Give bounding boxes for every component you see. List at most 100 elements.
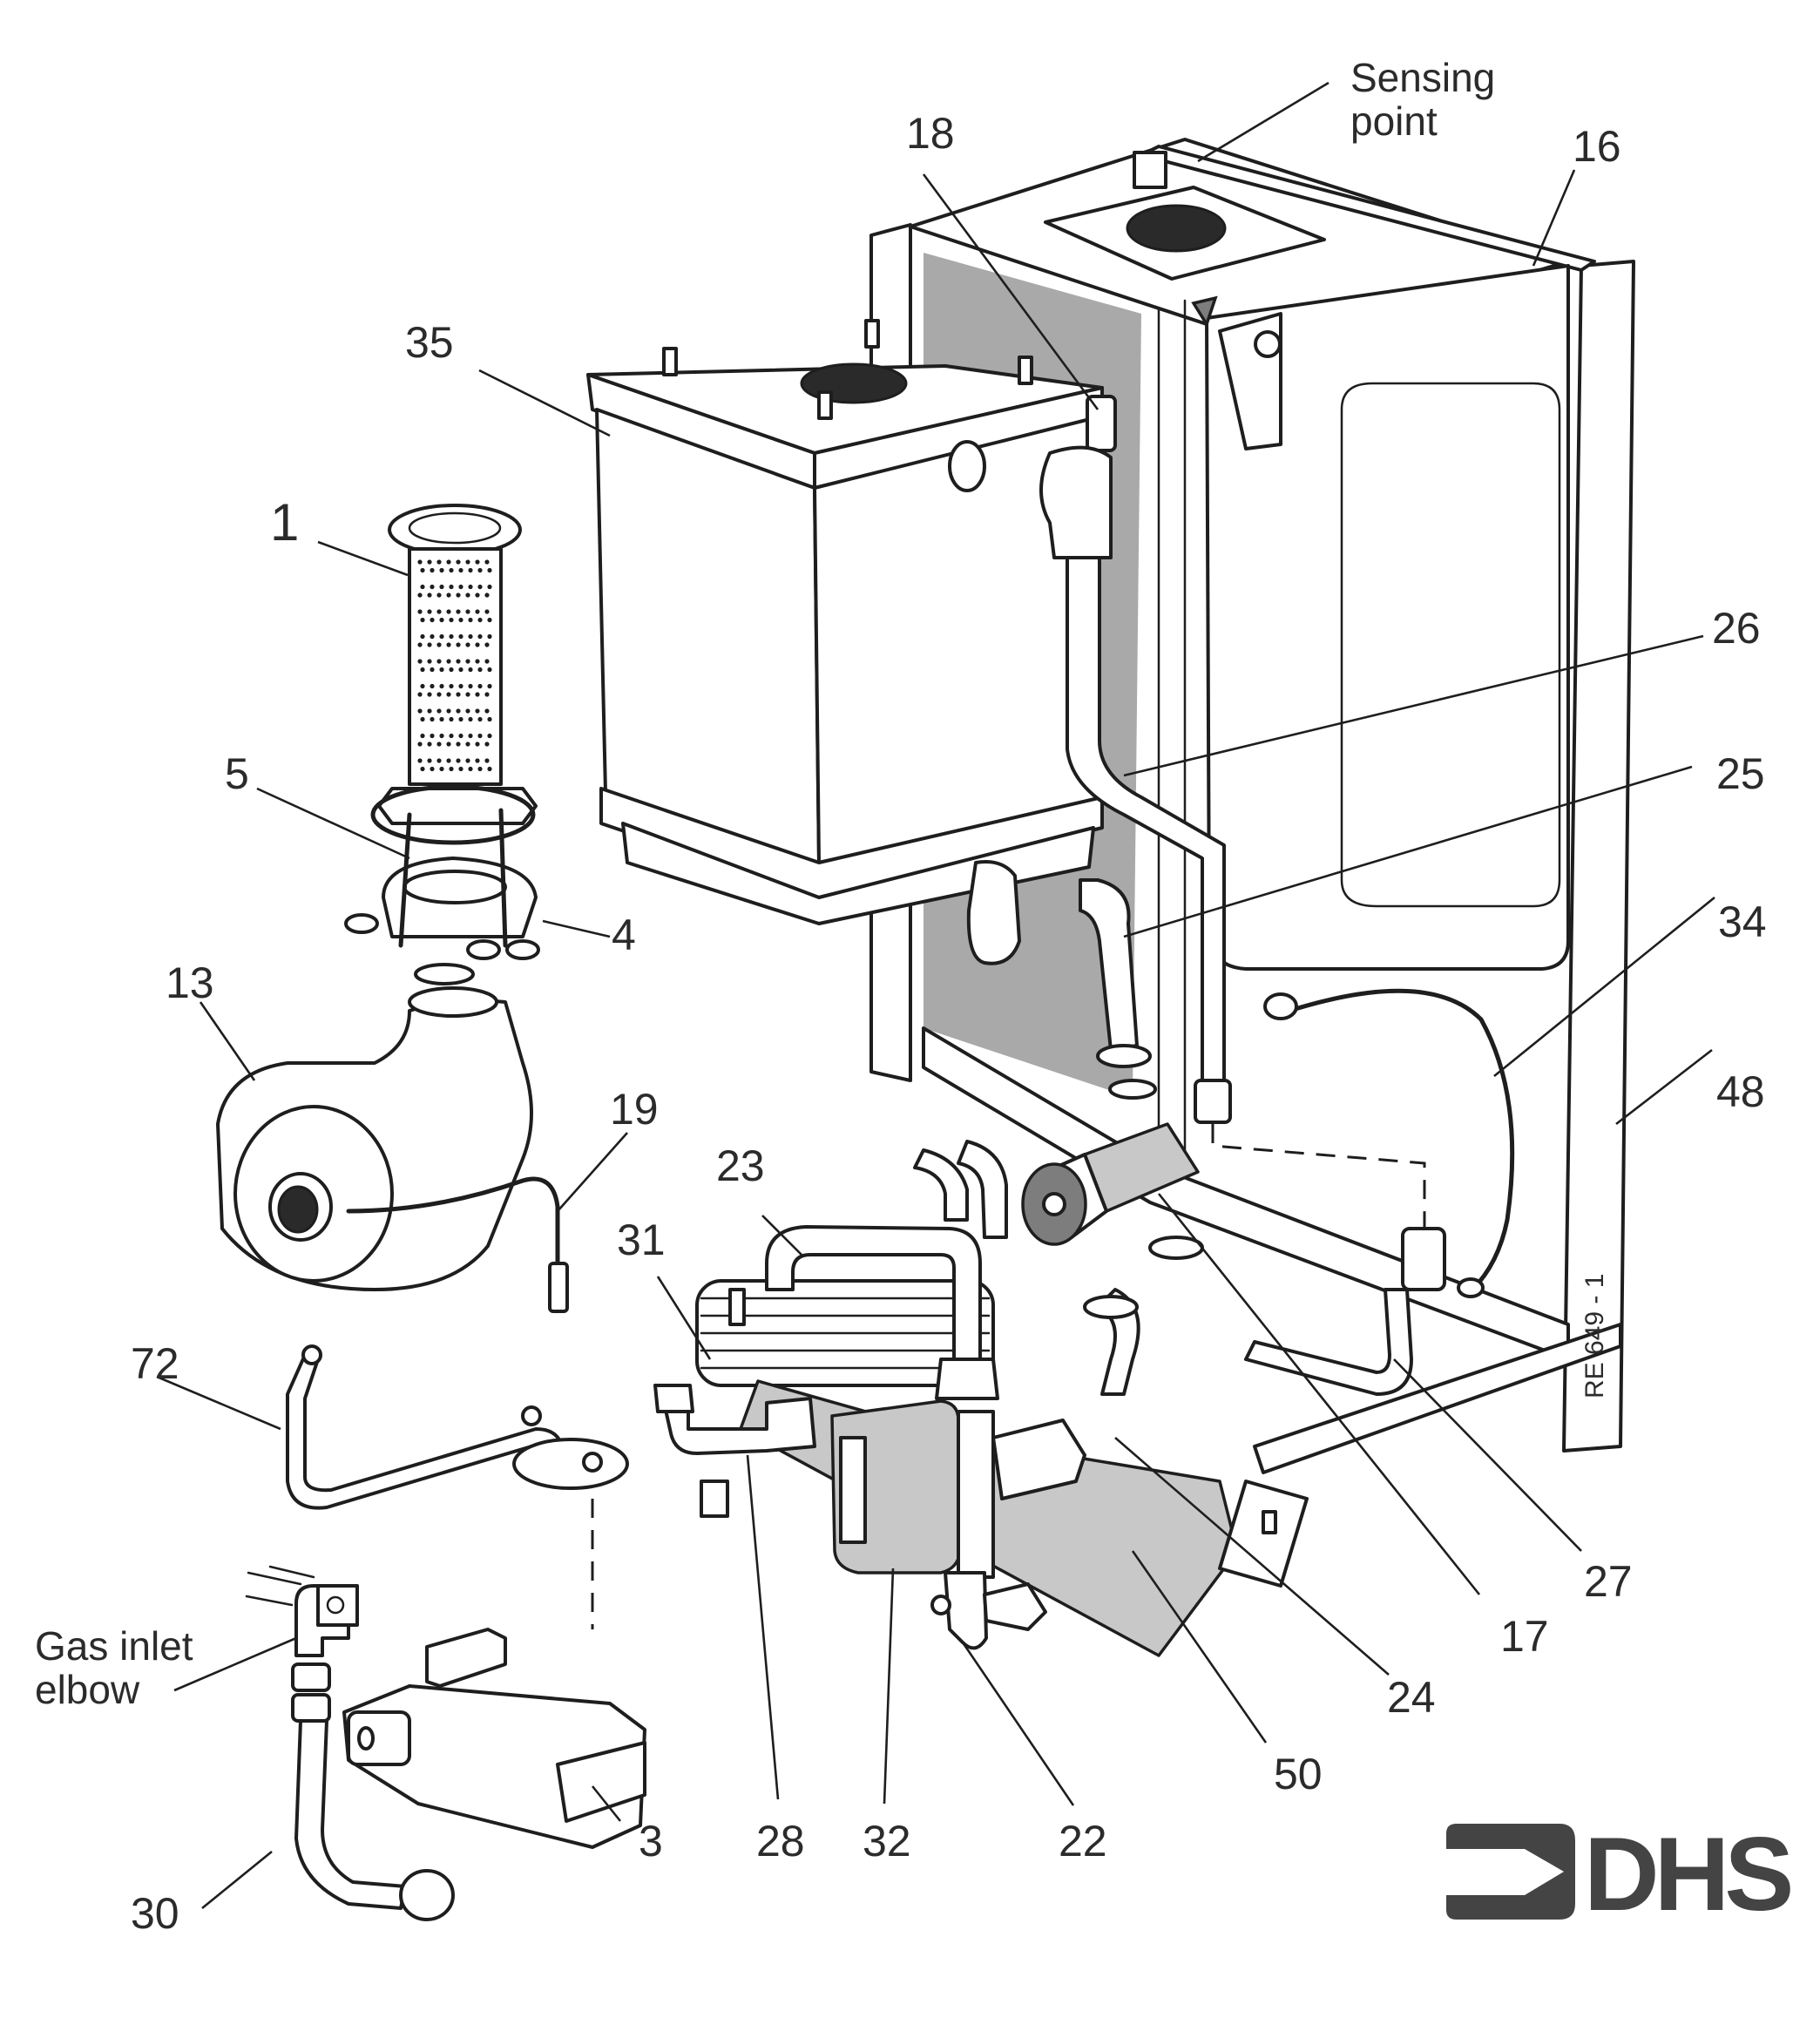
burner-perforation	[477, 633, 483, 640]
burner-perforation	[449, 617, 454, 623]
burner-perforation	[449, 716, 454, 722]
leader-27	[1393, 1358, 1582, 1552]
burner-perforation	[487, 766, 492, 772]
callout-50: 50	[1274, 1750, 1323, 1798]
gas-pipe-72	[286, 1344, 629, 1629]
burner-perforation	[439, 667, 444, 673]
burner-perforation	[465, 642, 470, 647]
burner-perforation	[446, 659, 451, 664]
diverter-32	[653, 1288, 1309, 1657]
burner-perforation	[420, 683, 425, 689]
pipe-72-nut	[582, 1452, 603, 1473]
burner-perforation	[475, 708, 480, 714]
burner-clip-ring	[370, 784, 536, 845]
leader-50	[1131, 1550, 1268, 1744]
burner-perforation	[436, 659, 442, 664]
callout-4: 4	[612, 911, 636, 959]
burner-perforation	[420, 633, 425, 640]
pipe-25-elbow	[966, 860, 1021, 965]
burner-perforation	[475, 593, 480, 598]
burner-perforation	[417, 642, 423, 647]
capillary-fitting-top	[1263, 992, 1298, 1020]
callout-23: 23	[716, 1141, 765, 1190]
burner-perforation	[468, 683, 473, 689]
fan-13	[216, 986, 569, 1313]
burner-perforation	[475, 758, 480, 763]
burner-perforation	[417, 742, 423, 747]
burner-perforation	[456, 708, 461, 714]
burner-perforation	[465, 758, 470, 763]
leader-48	[1615, 1048, 1713, 1126]
burner-perforation	[420, 584, 425, 590]
burner-perforation	[430, 733, 435, 739]
burner-perforation	[417, 758, 423, 763]
burner-perforation	[456, 742, 461, 747]
dhs-logo: DHS	[1446, 1816, 1796, 1933]
flue-outlet-hole	[1126, 204, 1227, 253]
burner-perforation	[420, 766, 425, 772]
air-vent-housing	[1039, 445, 1113, 559]
pipe-72-flange	[512, 1438, 629, 1490]
burner-perforation	[446, 559, 451, 565]
leader-19	[557, 1132, 628, 1212]
burner-perforation	[430, 633, 435, 640]
logo-arrow-icon	[1446, 1824, 1575, 1920]
bracket-notch	[1191, 295, 1218, 328]
leader-1	[317, 540, 409, 577]
burner-perforation	[487, 683, 492, 689]
pump-17	[1021, 1122, 1204, 1260]
burner-perforation	[430, 667, 435, 673]
callout-72: 72	[131, 1339, 179, 1388]
callout-labels: Sensing point 16 18 35 1 5 4 13 19 23 31…	[35, 55, 1767, 1938]
burner-perforation	[449, 633, 454, 640]
burner-perforation	[430, 683, 435, 689]
pipe-25	[966, 860, 1157, 1100]
burner-perforation	[430, 716, 435, 722]
burner-perforation	[430, 617, 435, 623]
gas-elbow-nut-1	[291, 1662, 331, 1692]
gas-valve-clip	[425, 1628, 507, 1688]
diverter-outlet-nut	[991, 1419, 1086, 1500]
leader-18	[922, 173, 1099, 410]
burner-perforation	[417, 559, 423, 565]
burner-perforation	[436, 758, 442, 763]
burner-perforation	[417, 593, 423, 598]
burner-perforation	[465, 708, 470, 714]
burner-perforation	[417, 692, 423, 697]
burner-perforation	[477, 567, 483, 573]
burner-1	[377, 504, 538, 825]
burner-perforation	[436, 642, 442, 647]
tee-22-nut	[983, 1582, 1047, 1631]
burner-perforation	[458, 733, 463, 739]
leader-30	[201, 1850, 273, 1910]
burner-perforation	[475, 559, 480, 565]
burner-perforation	[420, 667, 425, 673]
leader-25	[1123, 765, 1693, 938]
burner-perforation	[475, 642, 480, 647]
burner-perforation	[484, 593, 490, 598]
frame-rail-right	[1562, 260, 1635, 1453]
leader-31	[656, 1276, 712, 1360]
label-sensing-line1: Sensing	[1350, 55, 1495, 100]
diverter-valve-body	[957, 1410, 995, 1579]
burner-perforation	[439, 683, 444, 689]
burner-perforation	[484, 708, 490, 714]
burner-perforation	[439, 567, 444, 573]
burner-perforation	[477, 733, 483, 739]
burner-perforation	[449, 683, 454, 689]
leader-17	[1157, 1193, 1481, 1595]
sight-glass	[948, 440, 986, 492]
electrode-right	[498, 808, 508, 948]
burner-perforation	[456, 642, 461, 647]
chamber-base	[621, 822, 1095, 925]
logo-text: DHS	[1584, 1816, 1790, 1933]
fan-inlet	[277, 1185, 319, 1234]
chamber-body-front	[595, 408, 821, 864]
pipe-25-nut	[1096, 1044, 1152, 1068]
label-sensing-line2: point	[1350, 98, 1438, 144]
burner-perforation	[458, 633, 463, 640]
burner-perforation	[439, 733, 444, 739]
burner-perforation	[477, 716, 483, 722]
burner-perforation	[484, 692, 490, 697]
burner-perforation	[446, 758, 451, 763]
